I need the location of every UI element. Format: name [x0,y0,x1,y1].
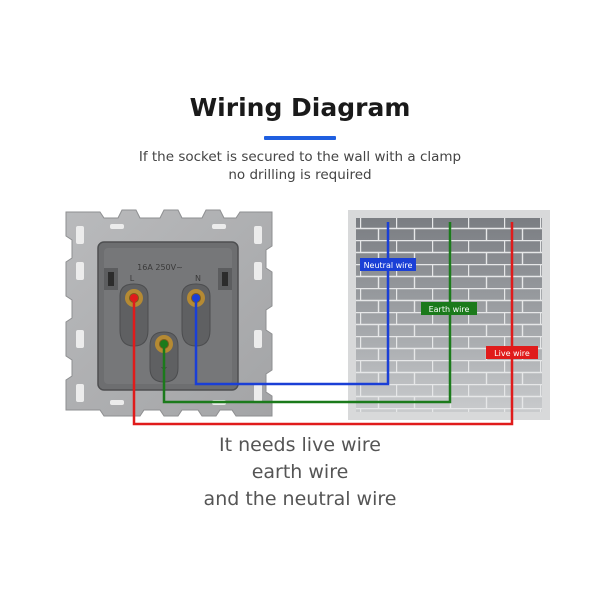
earth-wire-label: Earth wire [429,305,470,314]
live-wire [132,222,514,426]
neutral-wire [194,222,390,386]
neutral-terminal-label: N [195,274,201,283]
neutral-wire-label: Neutral wire [364,261,413,270]
caption: It needs live wire earth wire and the ne… [0,432,600,513]
live-terminal [130,294,138,302]
subtitle-line-2: no drilling is required [228,167,372,183]
live-wire-tag: Live wire [486,346,538,359]
subtitle: If the socket is secured to the wall wit… [0,148,600,184]
diagram-title: Wiring Diagram [189,93,411,122]
rating-label: 16A 250V~ [137,263,183,272]
live-wire-label: Live wire [494,349,530,358]
subtitle-line-1: If the socket is secured to the wall wit… [138,149,462,165]
caption-line-3: and the neutral wire [203,488,397,510]
title-underline [264,136,336,140]
live-terminal-label: L [130,274,135,283]
caption-line-2: earth wire [251,461,349,483]
neutral-wire-tag: Neutral wire [360,258,416,271]
earth-terminal [160,340,168,348]
caption-line-1: It needs live wire [219,434,381,456]
neutral-terminal [192,294,200,302]
earth-wire-tag: Earth wire [421,302,477,315]
